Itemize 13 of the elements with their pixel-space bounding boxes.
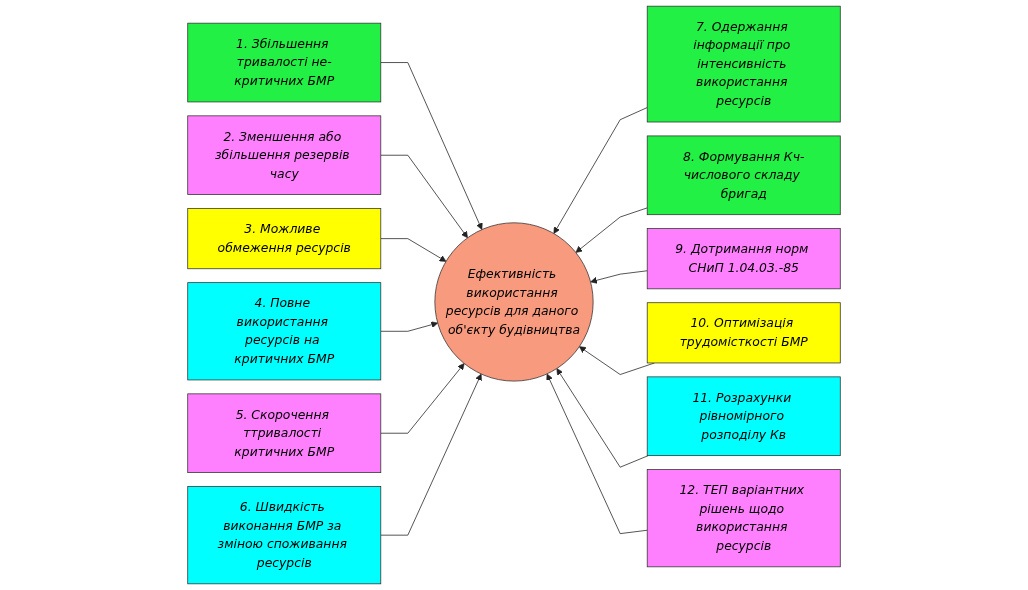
node-box: 8. Формування Кч-числового складу бригад <box>646 135 841 216</box>
node-box: 4. Повне використання ресурсів на критичних БМР <box>187 282 382 381</box>
node-box: 12. ТЕП варіантних рішень щодо використання ресурсів <box>646 469 841 568</box>
node-circle: Ефективність використання ресурсів для даного об'єкту будівництва <box>434 222 594 382</box>
node-box: 7. Одержання інформації про інтенсивність використання ресурсів <box>646 5 841 123</box>
node-box: 6. Швидкість виконання БМР за зміною споживання ресурсів <box>187 486 382 585</box>
node-box: 10. Оптимізація трудомісткості БМР <box>646 302 841 364</box>
node-box: 2. Зменшення або збільшення резервів часу <box>187 115 382 195</box>
node-box: 11. Розрахунки рівномірного розподілу Кв <box>646 376 841 456</box>
node-box: 5. Скорочення ттривалості критичних БМР <box>187 393 382 473</box>
node-box: 3. Можливе обмеження ресурсів <box>187 208 382 270</box>
node-box: 9. Дотримання норм СНиП 1.04.03.-85 <box>646 228 841 290</box>
node-box: 1. Збільшення тривалості не-критичних БМР <box>187 22 382 103</box>
